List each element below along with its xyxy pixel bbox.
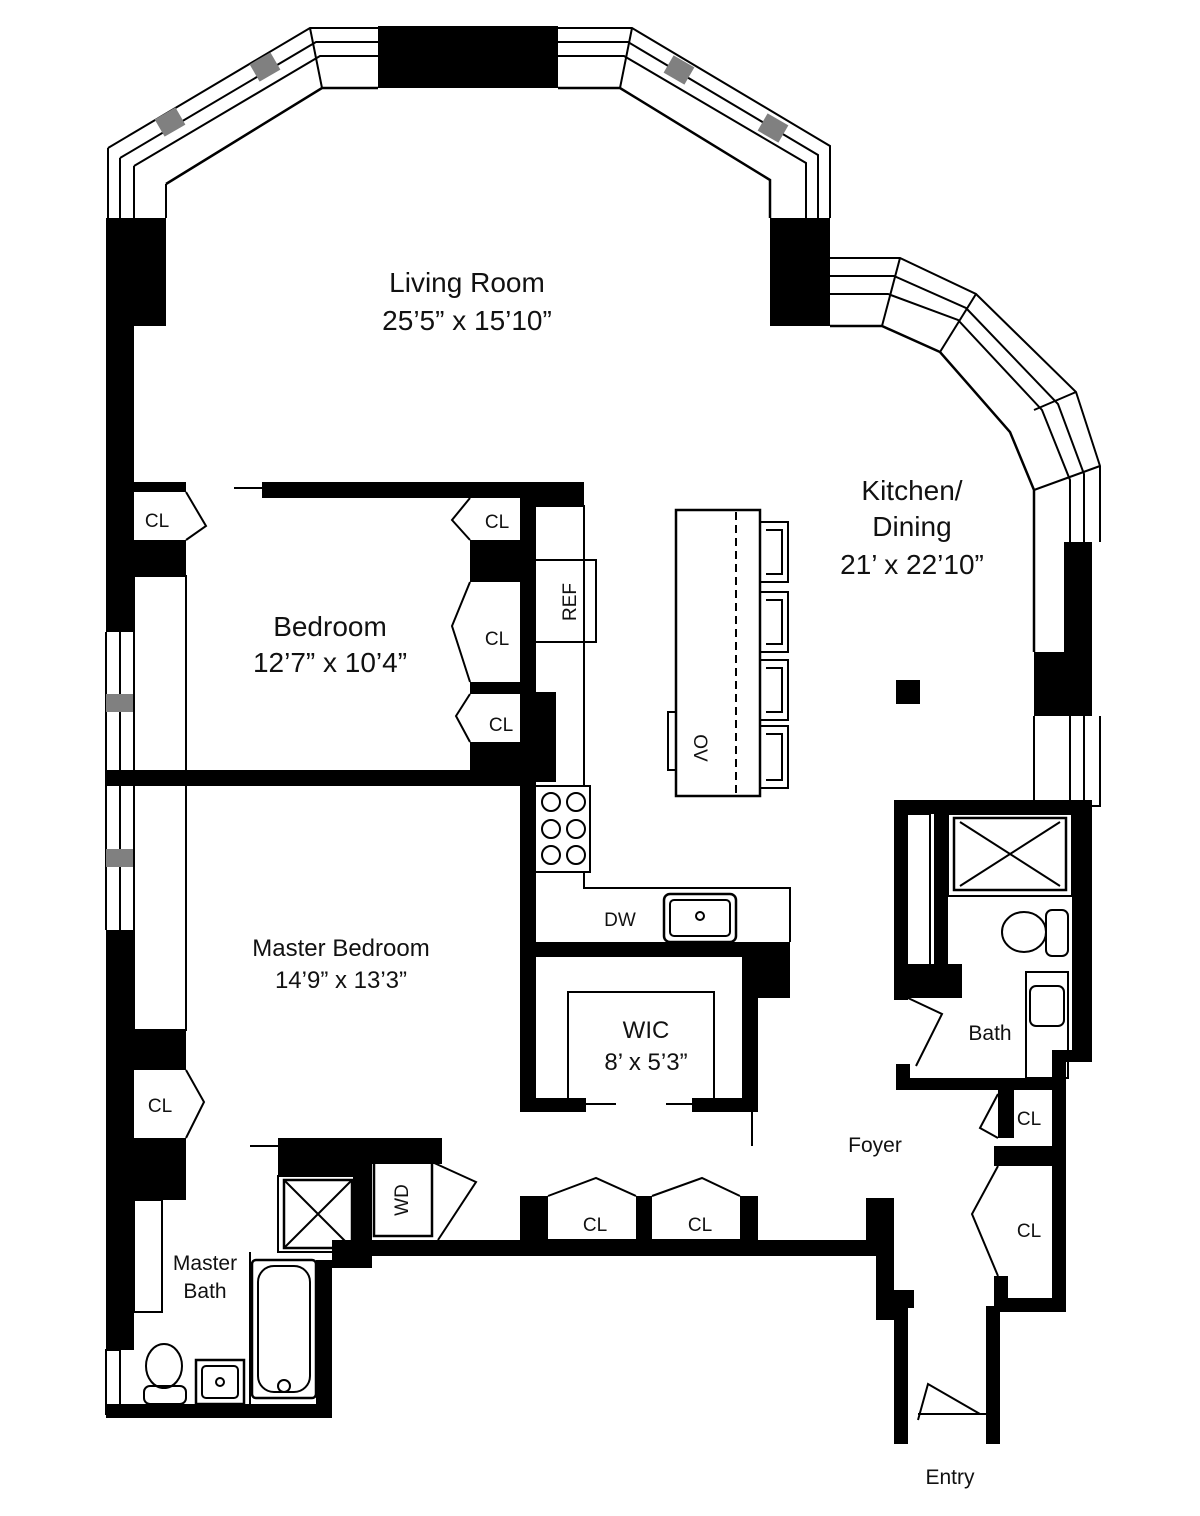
refrigerator — [533, 559, 597, 643]
wic-walls — [520, 942, 790, 1146]
closet-label: CL — [145, 511, 169, 532]
master-bath-name-line2: Bath — [183, 1280, 226, 1303]
master-bedroom-walls — [133, 1030, 884, 1406]
kitchen-name-line2: Dining — [872, 511, 951, 542]
closet-label: CL — [583, 1215, 607, 1236]
refrigerator-label: REF — [560, 583, 581, 621]
wall-pier-left-top — [106, 218, 166, 326]
closet-label: CL — [1017, 1109, 1041, 1130]
foyer-name: Foyer — [848, 1134, 902, 1157]
wall-pier-right-mid — [1064, 542, 1092, 652]
left-exterior-wall — [105, 486, 332, 1418]
living-room-dims: 25’5” x 15’10” — [382, 305, 552, 336]
kitchen-island — [674, 508, 762, 798]
closet-label: CL — [1017, 1221, 1041, 1242]
oven-label: OV — [689, 734, 710, 762]
dishwasher-label: DW — [604, 910, 636, 931]
closet-label: CL — [485, 629, 509, 650]
master-bedroom-name: Master Bedroom — [252, 935, 429, 962]
living-room-name: Living Room — [389, 267, 545, 298]
foyer-walls — [520, 1088, 1066, 1444]
kitchen-sink — [662, 892, 738, 944]
bath-name: Bath — [968, 1022, 1011, 1045]
closet-label: CL — [489, 715, 513, 736]
kitchen-name-line1: Kitchen/ — [861, 475, 962, 506]
bedroom-dims: 12’7” x 10’4” — [253, 647, 407, 678]
wall-pier-top — [378, 26, 558, 88]
column — [896, 680, 920, 704]
living-room-bay-window — [106, 26, 831, 486]
wall-pier-right-top — [770, 218, 830, 326]
kitchen-curved-window — [830, 257, 1101, 807]
kitchen-fixtures — [520, 505, 920, 1110]
entry-name: Entry — [925, 1466, 975, 1489]
bath-walls — [894, 800, 1092, 1312]
kitchen-dims: 21’ x 22’10” — [840, 549, 984, 580]
closet-label: CL — [148, 1096, 172, 1117]
room-labels: Living Room 25’5” x 15’10” Kitchen/ Dini… — [173, 267, 1012, 1489]
fixture-labels: CL CL CL CL CL CL CL CL CL REF DW OV WD — [145, 511, 1041, 1242]
wic-name: WIC — [623, 1017, 670, 1044]
wic-dims: 8’ x 5’3” — [604, 1049, 687, 1076]
washer-dryer-label: WD — [392, 1184, 413, 1216]
master-bath-name-line1: Master — [173, 1252, 237, 1275]
master-bedroom-dims: 14’9” x 13’3” — [275, 967, 407, 994]
closet-label: CL — [688, 1215, 712, 1236]
closet-label: CL — [485, 512, 509, 533]
bedroom-walls — [106, 482, 584, 1031]
bedroom-name: Bedroom — [273, 611, 387, 642]
